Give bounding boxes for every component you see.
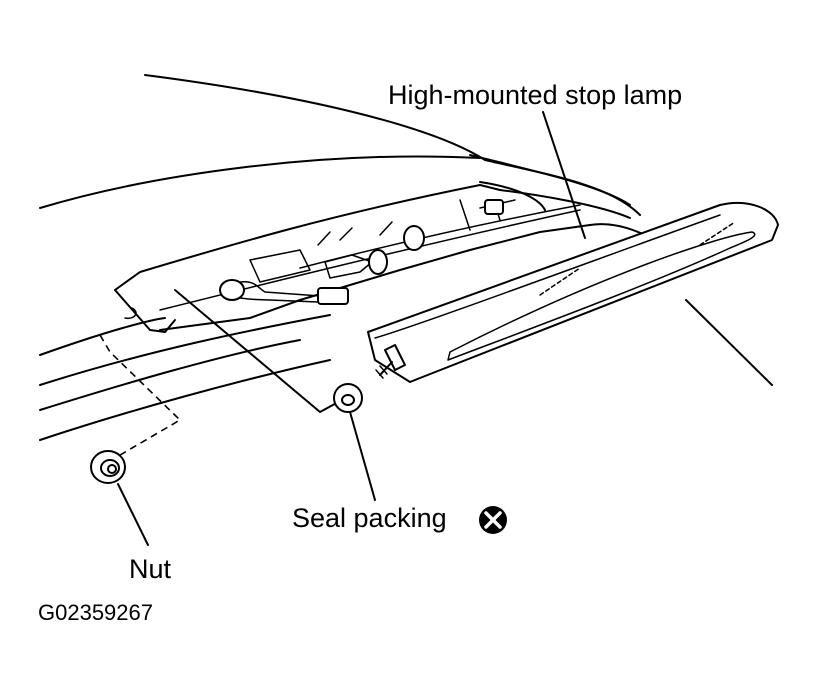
leader-lines [117,111,773,546]
figure-id: G02359267 [38,600,153,625]
seal-leader-line [349,411,376,501]
nut-leader-line [117,483,149,546]
nut-label: Nut [129,554,172,584]
lamp-label: High-mounted stop lamp [388,80,682,110]
seal-label: Seal packing [292,503,447,533]
vehicle-body [39,74,646,441]
nut [90,450,126,484]
stop-lamp-body [367,201,779,383]
lamp-leader-line-lower [685,299,773,386]
seal-packing [333,383,363,413]
wiring-harness [219,199,516,305]
lamp-leader-line [542,111,586,239]
non-reusable-part-icon [479,506,507,534]
